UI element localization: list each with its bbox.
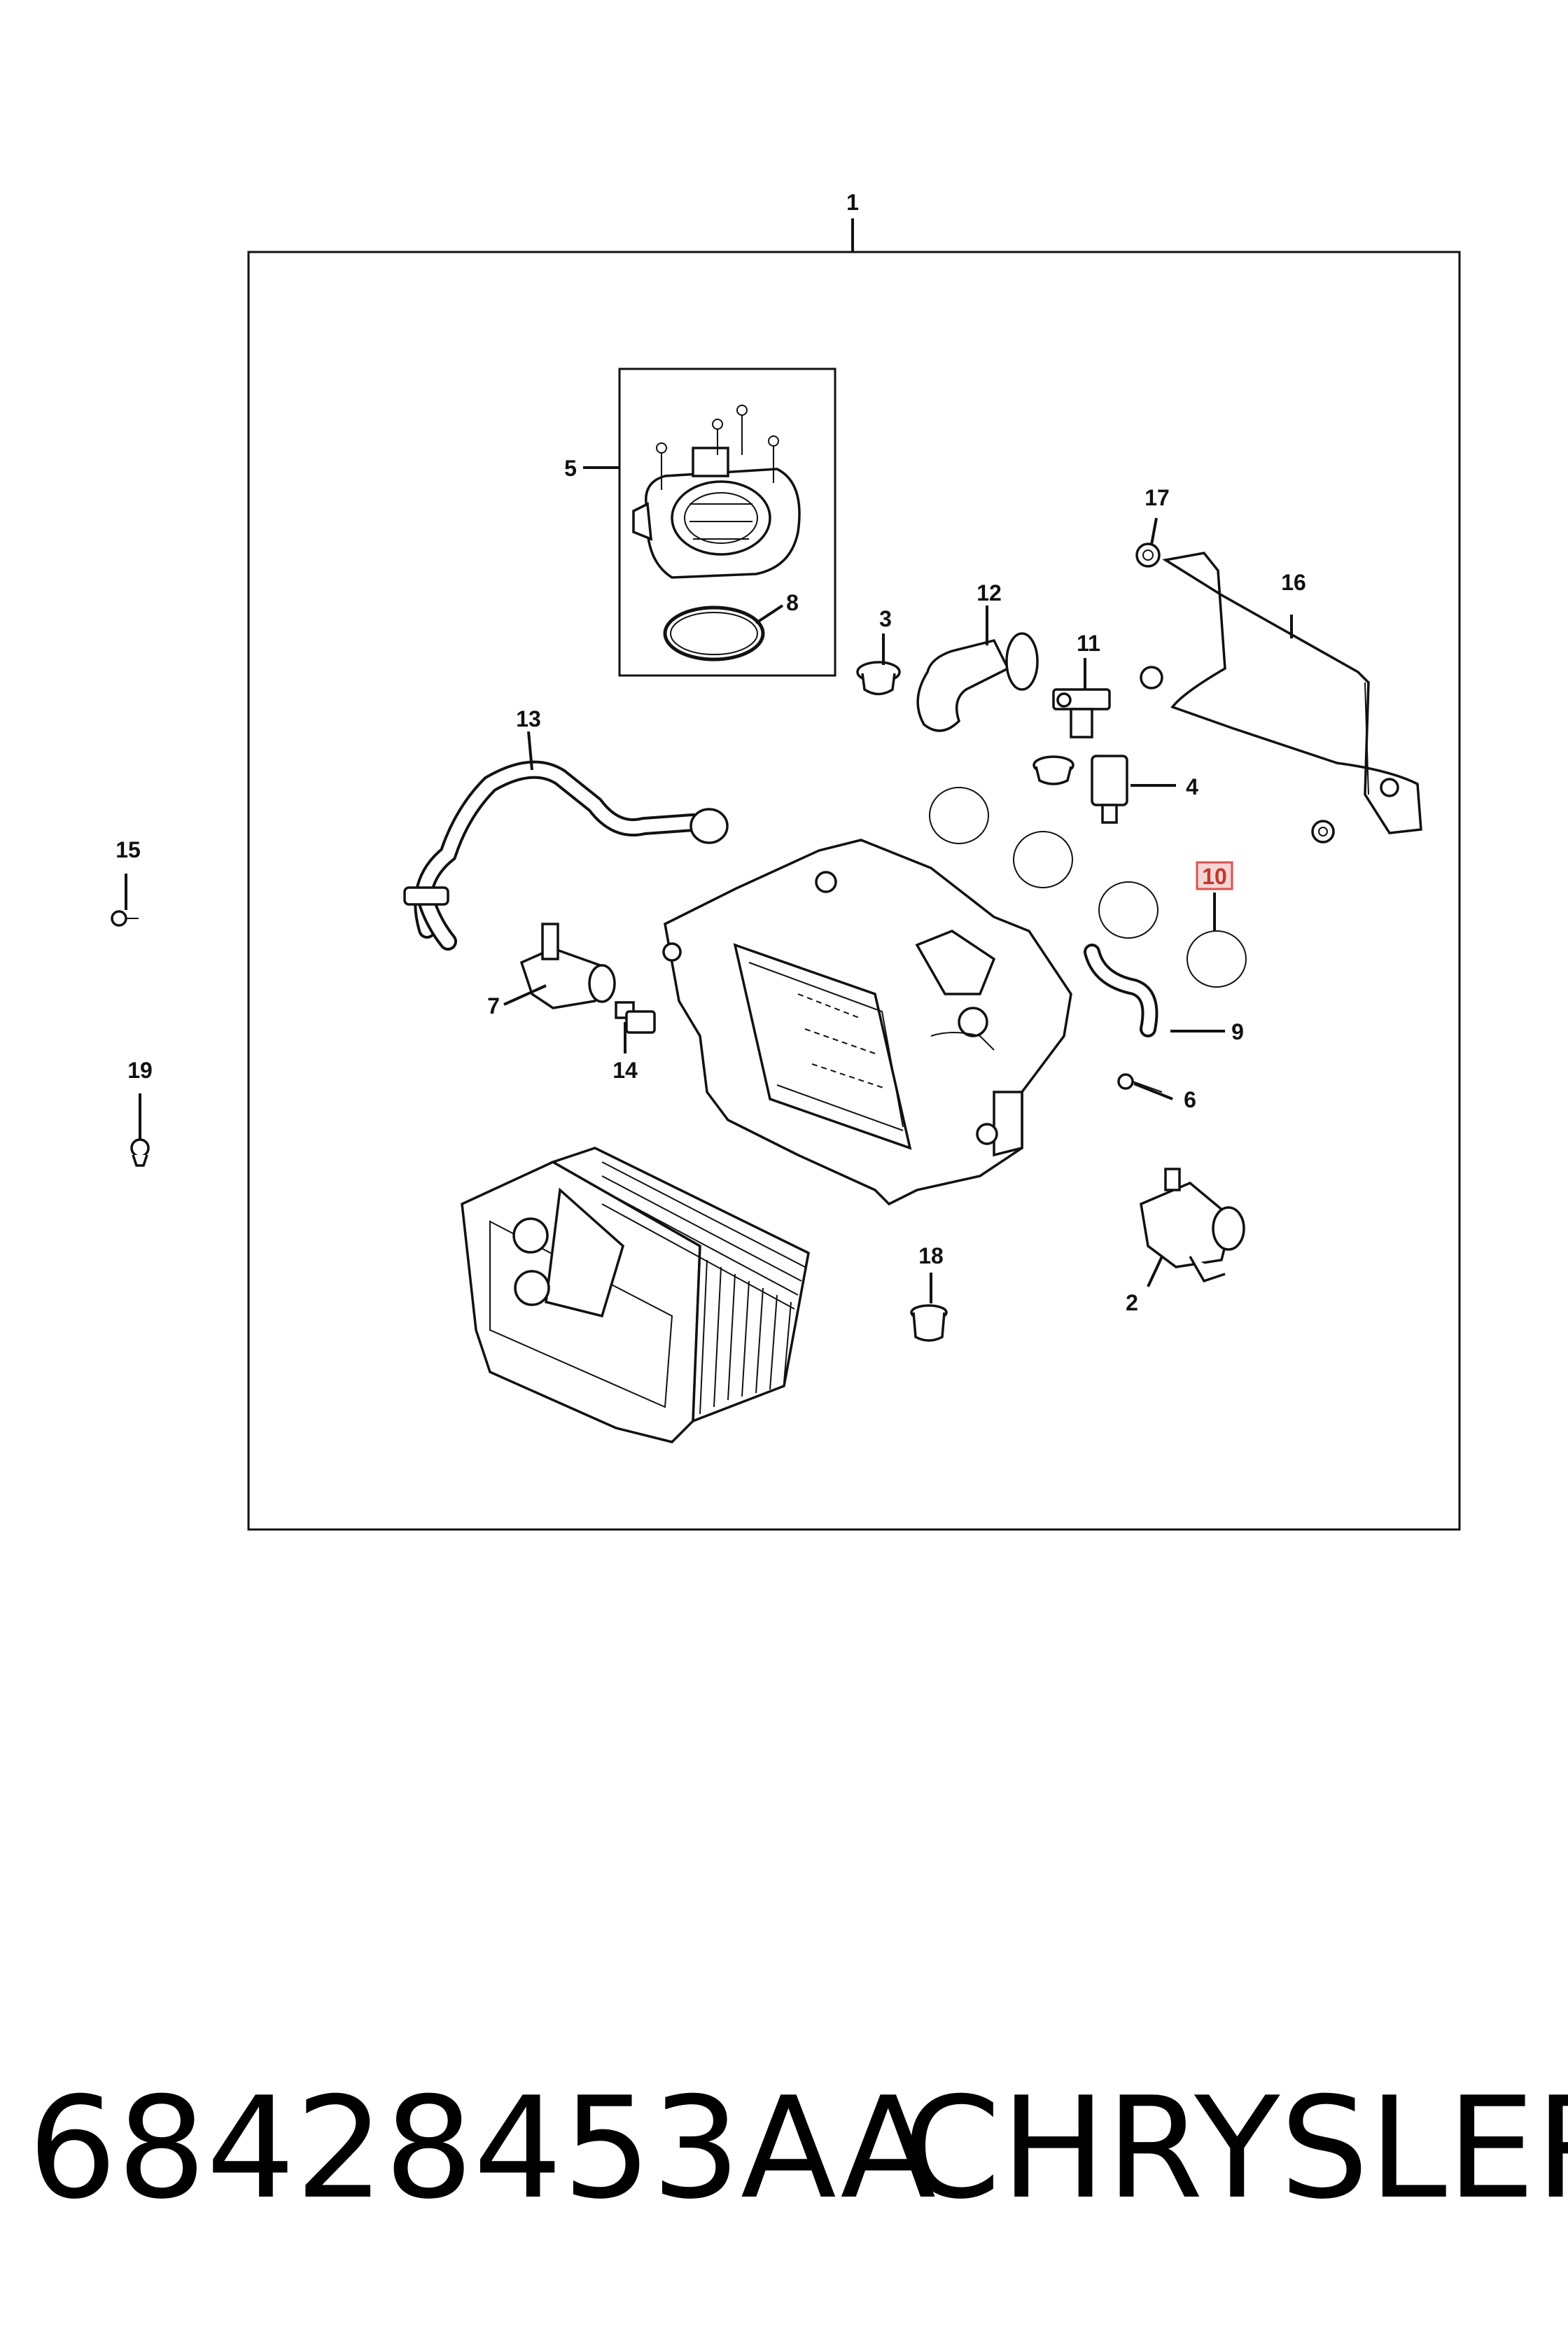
- sensor-11: [1052, 688, 1111, 738]
- callout-5: 5: [564, 456, 577, 481]
- leader-17: [1150, 517, 1158, 545]
- callout-10-highlight: [1196, 861, 1233, 890]
- throttle-seal-ring: [663, 606, 765, 662]
- bolt-6: [1117, 1073, 1163, 1093]
- callout-13: 13: [516, 706, 541, 732]
- throttle-body: [632, 405, 801, 579]
- plug-3: [856, 661, 901, 696]
- part-number: 68428453AA: [28, 2067, 937, 2230]
- leader-2: [1147, 1256, 1163, 1287]
- throttle-body-inset: [618, 368, 836, 677]
- leader-6: [1133, 1082, 1173, 1100]
- grommet-17: [1135, 542, 1161, 568]
- intake-gaskets: [929, 787, 1247, 988]
- elbow-hose-12: [916, 632, 1039, 732]
- thermostat-housing-2: [1140, 1168, 1245, 1283]
- temp-sensor-14: [615, 1001, 656, 1034]
- callout-4: 4: [1186, 774, 1198, 799]
- callout-14: 14: [612, 1058, 638, 1083]
- valve-4: [1032, 755, 1128, 824]
- callout-1: 1: [846, 190, 859, 215]
- callout-8: 8: [786, 590, 799, 615]
- callout-2: 2: [1126, 1290, 1138, 1315]
- manifold-housing: [662, 839, 1072, 1206]
- callout-17: 17: [1144, 485, 1170, 510]
- screw-15: [111, 910, 139, 927]
- stud-19: [130, 1138, 150, 1167]
- callout-7: 7: [487, 993, 500, 1018]
- callout-11: 11: [1077, 631, 1100, 656]
- callout-10: 10: [1202, 864, 1227, 889]
- callout-6: 6: [1184, 1087, 1196, 1112]
- callout-15: 15: [115, 837, 141, 862]
- coolant-hose-13: [403, 760, 729, 951]
- callout-3: 3: [879, 606, 892, 631]
- grommet-16b: [1311, 820, 1335, 844]
- bracket-16: [1140, 552, 1422, 834]
- leader-7: [503, 984, 547, 1006]
- leader-13: [527, 731, 533, 771]
- intercooler-core: [461, 1147, 810, 1443]
- callout-16: 16: [1281, 570, 1306, 595]
- fitting-7: [519, 923, 616, 1009]
- callout-9: 9: [1231, 1019, 1244, 1044]
- callout-12: 12: [976, 580, 1002, 606]
- leader-8: [755, 604, 784, 624]
- brand-name: CHRYSLER: [903, 2067, 1568, 2230]
- small-hose-9: [1084, 944, 1158, 1037]
- sleeve-18: [910, 1304, 948, 1342]
- footer: 68428453AA CHRYSLER: [0, 2051, 1568, 2261]
- callout-19: 19: [127, 1058, 153, 1083]
- callout-18: 18: [918, 1243, 944, 1268]
